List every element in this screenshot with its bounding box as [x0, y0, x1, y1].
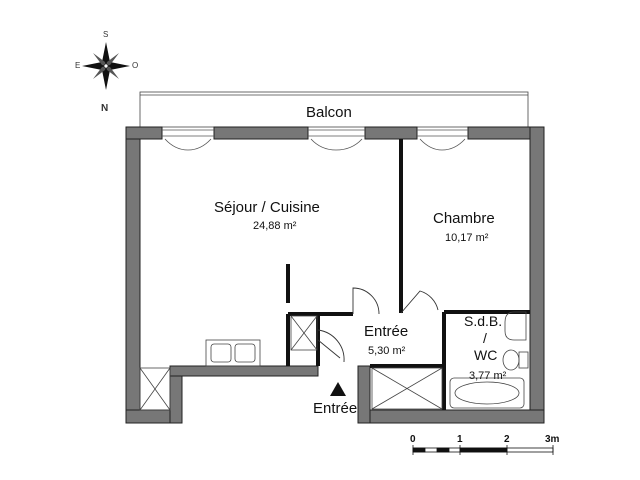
compass-south-label: S: [103, 30, 109, 39]
kitchen-fixtures: [205, 339, 261, 367]
scale-bar: [412, 445, 554, 455]
room-entree-label: Entrée: [364, 323, 409, 340]
closets: [139, 315, 443, 411]
scale-tick-2: 2: [504, 434, 510, 445]
room-chambre-area: 10,17 m²: [445, 232, 489, 244]
entrance-label: Entrée: [313, 400, 358, 417]
compass-north-label: N: [101, 103, 109, 114]
compass-west-label: O: [132, 61, 139, 70]
room-sdb-line2: /: [483, 330, 487, 346]
room-sejour-area: 24,88 m²: [253, 220, 297, 232]
room-chambre-label: Chambre: [433, 210, 495, 227]
room-sejour-label: Séjour / Cuisine: [214, 199, 320, 216]
entrance-arrow-icon: [330, 382, 346, 396]
compass-rose-icon: [82, 42, 130, 90]
compass-east-label: E: [75, 61, 81, 70]
room-sdb-line1: S.d.B.: [464, 313, 503, 329]
room-sdb-area: 3,77 m²: [469, 370, 507, 382]
bathroom-fixtures: [449, 311, 529, 409]
scale-tick-1: 1: [457, 434, 463, 445]
windows: [162, 129, 468, 151]
room-entree-area: 5,30 m²: [368, 345, 406, 357]
room-balcon-label: Balcon: [306, 104, 352, 121]
balcony: [139, 91, 529, 128]
doors: [317, 287, 439, 363]
scale-tick-3: 3m: [545, 434, 560, 445]
scale-tick-0: 0: [410, 434, 416, 445]
room-sdb-line3: WC: [474, 347, 498, 363]
